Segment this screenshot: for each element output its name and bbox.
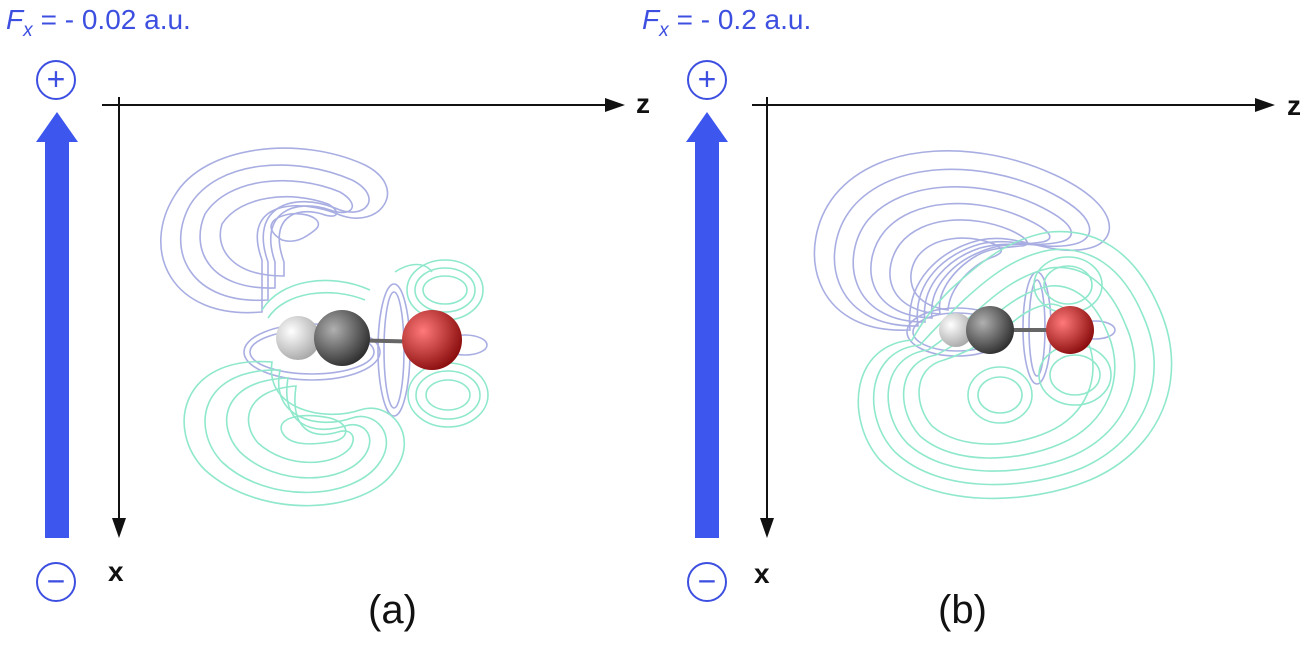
field-strength-label: Fx = - 0.2 a.u. xyxy=(642,4,811,42)
x-axis-label: x xyxy=(108,556,124,587)
field-value: = - 0.02 a.u. xyxy=(40,4,191,35)
positive-pole-icon: + xyxy=(687,60,727,100)
z-axis xyxy=(102,98,625,112)
x-axis-label: x xyxy=(754,558,770,589)
panel-label: (b) xyxy=(938,588,987,632)
carbon-atom xyxy=(314,310,370,366)
field-value: = - 0.2 a.u. xyxy=(676,4,812,35)
panel-b: Fx = - 0.2 a.u. + − xyxy=(642,0,1301,651)
z-axis-label: z xyxy=(636,88,650,119)
field-symbol: F xyxy=(6,4,24,35)
molecule xyxy=(939,306,1094,354)
negative-pole-icon: − xyxy=(36,562,76,602)
negative-contours xyxy=(857,230,1173,500)
carbon-atom xyxy=(966,306,1014,354)
panel-label: (a) xyxy=(368,588,417,632)
panel-a-drawing xyxy=(36,97,625,538)
hydrogen-atom xyxy=(939,313,973,347)
z-axis-label: z xyxy=(1287,90,1301,121)
x-axis xyxy=(760,97,774,538)
x-axis xyxy=(112,97,126,538)
field-direction-arrow xyxy=(36,112,78,538)
oxygen-atom xyxy=(1046,306,1094,354)
field-direction-arrow xyxy=(686,112,728,538)
field-subscript: x xyxy=(659,20,669,41)
panel-b-drawing xyxy=(686,97,1275,538)
field-symbol: F xyxy=(642,4,660,35)
negative-pole-icon: − xyxy=(687,562,727,602)
field-strength-label: Fx = - 0.02 a.u. xyxy=(6,4,191,42)
hydrogen-atom xyxy=(276,316,320,360)
panel-a: Fx = - 0.02 a.u. + − xyxy=(0,0,650,651)
field-subscript: x xyxy=(23,20,33,41)
z-axis xyxy=(752,98,1275,112)
molecule xyxy=(276,310,462,370)
oxygen-atom xyxy=(402,310,462,370)
positive-pole-icon: + xyxy=(36,60,76,100)
positive-contours xyxy=(160,147,488,417)
